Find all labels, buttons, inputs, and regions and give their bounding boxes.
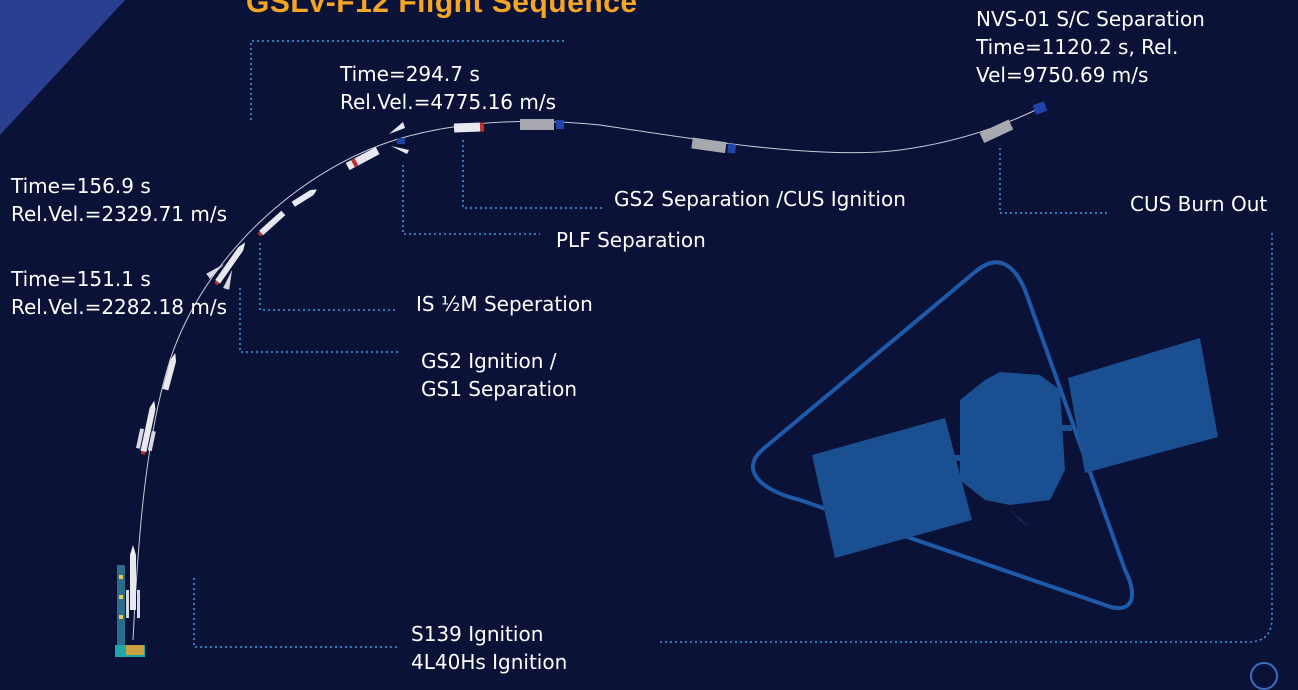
state-156-label: Time=156.9 s Rel.Vel.=2329.71 m/s xyxy=(11,172,227,228)
liftoff-line2: 4L40Hs Ignition xyxy=(411,650,568,674)
cus-burnout-label: CUS Burn Out xyxy=(1130,192,1268,216)
separation-velocity-text: Vel=9750.69 m/s xyxy=(976,63,1149,87)
rocket-icon xyxy=(162,352,177,391)
rocket-icon xyxy=(520,119,564,130)
separation-event-text: NVS-01 S/C Separation xyxy=(976,7,1205,31)
rocket-icon xyxy=(389,122,409,154)
diagram-title: GSLV-F12 Flight Sequence xyxy=(246,0,638,19)
satellite-craft-icon xyxy=(1032,101,1048,115)
rocket-icon xyxy=(126,545,140,618)
rocket-icon xyxy=(136,400,156,455)
gs2-ignition-line2: GS1 Separation xyxy=(421,377,578,401)
plf-separation-label: PLF Separation xyxy=(556,228,706,252)
leader-lines xyxy=(193,40,1110,648)
rocket-icon xyxy=(691,137,737,154)
launch-pad xyxy=(115,565,145,657)
is-separation-label: IS ½M Seperation xyxy=(416,292,593,316)
state-151-time: Time=151.1 s xyxy=(11,267,151,291)
liftoff-label: S139 Ignition 4L40Hs Ignition xyxy=(411,620,567,676)
corner-decoration xyxy=(0,0,125,135)
gs2-ignition-label: GS2 Ignition / GS1 Separation xyxy=(421,347,577,403)
state-294-time: Time=294.7 s xyxy=(340,62,480,86)
rocket-icon xyxy=(257,210,286,237)
liftoff-line1: S139 Ignition xyxy=(411,622,544,646)
state-156-velocity: Rel.Vel.=2329.71 m/s xyxy=(11,202,228,226)
state-151-velocity: Rel.Vel.=2282.18 m/s xyxy=(11,295,228,319)
flight-sequence-diagram xyxy=(0,0,1273,657)
frame-decoration xyxy=(660,232,1273,643)
state-156-time: Time=156.9 s xyxy=(11,174,151,198)
separation-label: NVS-01 S/C Separation Time=1120.2 s, Rel… xyxy=(976,5,1205,89)
state-294-velocity: Rel.Vel.=4775.16 m/s xyxy=(340,90,557,114)
gs2-separation-label: GS2 Separation /CUS Ignition xyxy=(614,187,906,211)
corner-circle-button[interactable] xyxy=(1250,662,1278,690)
satellite-icon xyxy=(750,260,1218,611)
rocket-icon xyxy=(453,122,485,133)
rocket-icon xyxy=(206,242,246,290)
rocket-icon xyxy=(291,189,317,207)
state-151-label: Time=151.1 s Rel.Vel.=2282.18 m/s xyxy=(11,265,227,321)
separation-time-text: Time=1120.2 s, Rel. xyxy=(976,35,1179,59)
state-294-label: Time=294.7 s Rel.Vel.=4775.16 m/s xyxy=(340,60,556,116)
gs2-ignition-line1: GS2 Ignition / xyxy=(421,349,557,373)
rocket-icon xyxy=(979,119,1014,144)
rocket-icon xyxy=(345,147,380,171)
